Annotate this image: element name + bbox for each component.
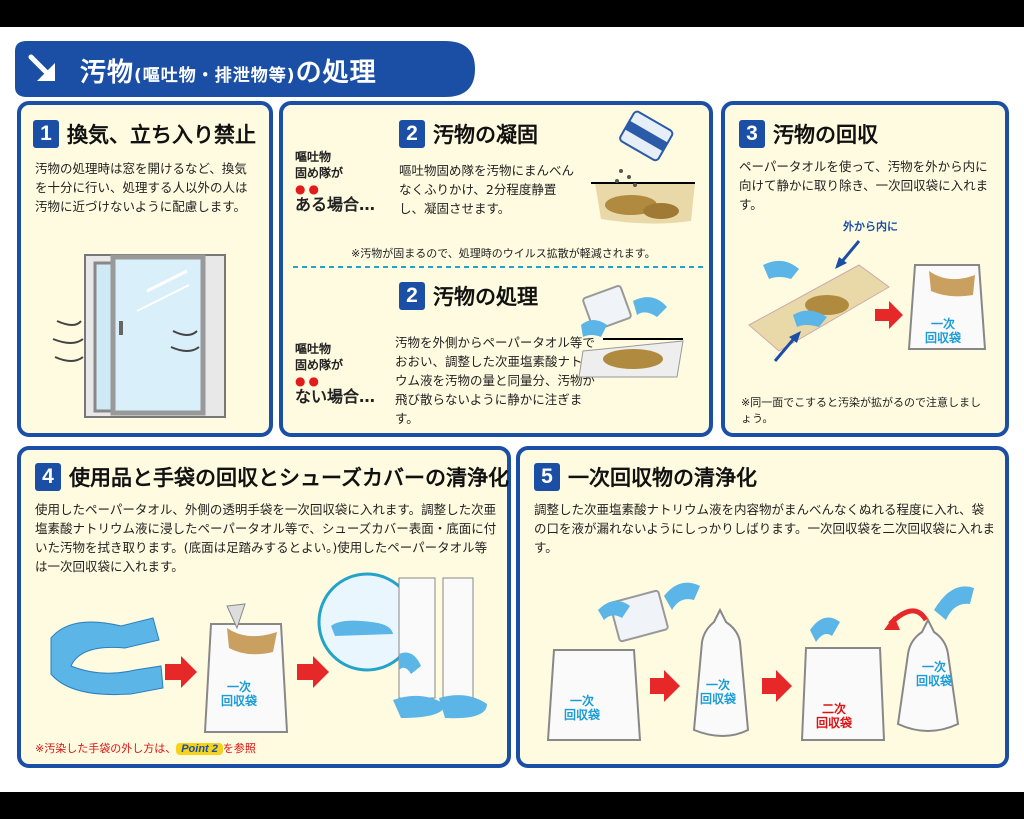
side-label-line1: 嘔吐物 bbox=[295, 150, 332, 164]
page-title-tail: の処理 bbox=[295, 58, 377, 88]
bag-label: 一次回収袋 bbox=[221, 680, 258, 708]
open-window-illustration bbox=[52, 254, 226, 418]
bag-label: 一次回収袋 bbox=[925, 317, 962, 345]
step-2-panel: 2 汚物の凝固 嘔吐物 固め隊が ●● ある場合… 嘔吐物固め隊を汚物にまんべん… bbox=[279, 101, 713, 437]
step-number: 3 bbox=[739, 120, 765, 148]
step-body: 嘔吐物固め隊を汚物にまんべんなくふりかけ、2分程度静置し、凝固させます。 bbox=[399, 163, 575, 216]
top-letterbox bbox=[0, 0, 1024, 27]
header-banner-shape bbox=[15, 41, 475, 97]
step-title: 使用品と手袋の回収とシューズカバーの清浄化 bbox=[69, 466, 509, 490]
step-body: 汚物の処理時は窓を開けるなど、換気を十分に行い、処理する人以外の人は汚物に近づけ… bbox=[35, 161, 248, 214]
bag-label: 一次回収袋 bbox=[564, 694, 601, 722]
emphasis-dots: ●● bbox=[295, 374, 322, 388]
step-4-panel: 4 使用品と手袋の回収とシューズカバーの清浄化 使用したペーパータオル、外側の透… bbox=[17, 446, 511, 768]
step-4-heading: 4 使用品と手袋の回収とシューズカバーの清浄化 bbox=[35, 462, 509, 492]
arrow-down-right-icon bbox=[28, 54, 55, 81]
step-body: 使用したペーパータオル、外側の透明手袋を一次回収袋に入れます。調整した次亜塩素酸… bbox=[35, 502, 497, 574]
step-2a-note: ※汚物が固まるので、処理時のウイルス拡散が軽減されます。 bbox=[351, 247, 656, 260]
step-2b-heading: 2 汚物の処理 bbox=[399, 281, 538, 311]
pouring-solution-illustration bbox=[578, 285, 684, 378]
step-1-heading: 1 換気、立ち入り禁止 bbox=[33, 119, 256, 149]
step-title: 一次回収物の清浄化 bbox=[568, 466, 757, 490]
side-case-label: ない場合… bbox=[295, 387, 376, 406]
page-header: 汚物(嘔吐物・排泄物等)の処理 bbox=[15, 41, 475, 97]
page-title: 汚物(嘔吐物・排泄物等)の処理 bbox=[80, 52, 377, 89]
case-without-solidifier: 嘔吐物 固め隊が ●● ない場合… bbox=[295, 341, 375, 405]
step-body: ペーパータオルを使って、汚物を外から内に向けて静かに取り除き、一次回収袋に入れま… bbox=[739, 159, 989, 212]
solidifier-shaker-illustration bbox=[591, 110, 695, 224]
step-2a-heading: 2 汚物の凝固 bbox=[399, 119, 538, 149]
bag-label: 一次回収袋 bbox=[916, 660, 953, 688]
side-label-line2: 固め隊が bbox=[295, 358, 344, 372]
bag-label: 二次回収袋 bbox=[816, 702, 853, 730]
side-label-line2: 固め隊が bbox=[295, 166, 344, 180]
bagging-sequence-illustration bbox=[546, 582, 974, 741]
glove-and-shoe-cover-illustration bbox=[50, 572, 487, 733]
note-prefix: ※汚染した手袋の外し方は、 bbox=[35, 742, 177, 755]
step-body: 調整した次亜塩素酸ナトリウム液を内容物がまんべんなくぬれる程度に入れ、袋の口を液… bbox=[534, 502, 996, 555]
step-title: 汚物の凝固 bbox=[433, 123, 538, 147]
page-title-main: 汚物 bbox=[80, 58, 135, 88]
step-title: 換気、立ち入り禁止 bbox=[67, 123, 256, 147]
case-with-solidifier: 嘔吐物 固め隊が ●● ある場合… bbox=[295, 149, 375, 213]
page-title-paren: (嘔吐物・排泄物等) bbox=[134, 66, 296, 86]
bottom-letterbox bbox=[0, 792, 1024, 819]
step-number: 1 bbox=[33, 120, 59, 148]
step-number: 2 bbox=[399, 282, 425, 310]
dashed-divider bbox=[293, 266, 703, 268]
step-number: 4 bbox=[35, 463, 61, 491]
step-body: 汚物を外側からペーパータオル等でおおい、調整した次亜塩素酸ナトリウム液を汚物の量… bbox=[395, 335, 596, 426]
step-3-note: ※同一面でこすると汚染が拡がるので注意しましょう。 bbox=[741, 396, 981, 425]
side-label-line1: 嘔吐物 bbox=[295, 342, 332, 356]
step-number: 2 bbox=[399, 120, 425, 148]
note-suffix: を参照 bbox=[222, 742, 256, 755]
wiping-inward-illustration bbox=[748, 240, 987, 362]
step-title: 汚物の回収 bbox=[773, 123, 878, 147]
side-case-label: ある場合… bbox=[295, 195, 376, 214]
emphasis-dots: ●● bbox=[295, 182, 322, 196]
step-3-heading: 3 汚物の回収 bbox=[739, 119, 878, 149]
arrow-label: 外から内に bbox=[843, 220, 898, 233]
step-title: 汚物の処理 bbox=[433, 285, 538, 309]
step-1-panel: 1 換気、立ち入り禁止 汚物の処理時は窓を開けるなど、換気を十分に行い、処理する… bbox=[17, 101, 273, 437]
step-5-panel: 5 一次回収物の清浄化 調整した次亜塩素酸ナトリウム液を内容物がまんべんなくぬれ… bbox=[516, 446, 1009, 768]
step-5-heading: 5 一次回収物の清浄化 bbox=[534, 462, 757, 492]
step-3-panel: 3 汚物の回収 ペーパータオルを使って、汚物を外から内に向けて静かに取り除き、一… bbox=[721, 101, 1009, 437]
point-2-reference[interactable]: Point 2 bbox=[176, 743, 223, 755]
bag-label: 一次回収袋 bbox=[700, 678, 737, 706]
step-number: 5 bbox=[534, 463, 560, 491]
